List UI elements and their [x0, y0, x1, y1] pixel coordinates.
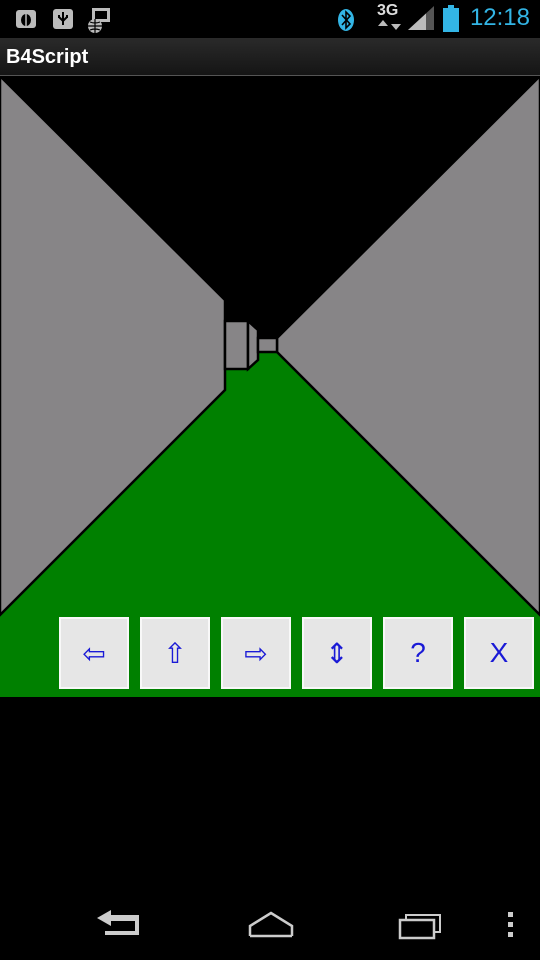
- menu-icon[interactable]: [507, 912, 515, 938]
- exit-button[interactable]: X: [464, 617, 534, 689]
- debug-icon: [16, 10, 36, 28]
- status-time: 12:18: [469, 4, 530, 31]
- battery-icon: [443, 5, 459, 32]
- bluetooth-icon: [338, 9, 354, 31]
- title-bar: B4Script: [0, 38, 540, 76]
- data-arrows-icon: [378, 20, 401, 30]
- signal-icon: [408, 6, 434, 30]
- forward-button[interactable]: ⇧: [140, 617, 210, 689]
- left-mid-wall: [246, 318, 260, 372]
- home-icon[interactable]: [248, 910, 294, 938]
- usb-icon: [53, 9, 73, 29]
- recent-apps-icon[interactable]: [398, 912, 444, 940]
- network-globe-icon: [88, 8, 110, 33]
- help-button[interactable]: ?: [383, 617, 453, 689]
- maze-view: [0, 76, 540, 697]
- turn-right-button[interactable]: ⇨: [221, 617, 291, 689]
- turn-left-button[interactable]: ⇦: [59, 617, 129, 689]
- back-icon[interactable]: [95, 908, 143, 938]
- navigation-bar: [0, 880, 540, 960]
- far-wall: [256, 336, 279, 354]
- status-bar: 3G 12:18: [0, 0, 540, 38]
- app-title: B4Script: [6, 46, 89, 68]
- left-wall: [0, 76, 227, 617]
- floor: [0, 352, 540, 697]
- network-type-label: 3G: [377, 2, 399, 19]
- up-down-button[interactable]: ⇕: [302, 617, 372, 689]
- left-side-opening-wall: [223, 319, 250, 371]
